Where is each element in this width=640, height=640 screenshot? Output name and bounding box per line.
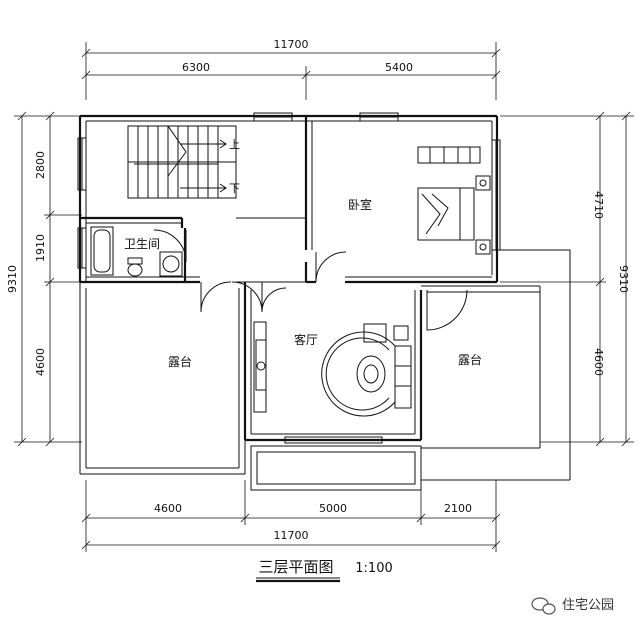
dim-bottom-b: 5000 xyxy=(319,502,347,515)
dim-bottom: 4600 5000 2100 11700 xyxy=(81,480,501,552)
room-label-bathroom: 卫生间 xyxy=(124,237,160,251)
dim-top-total: 11700 xyxy=(274,38,309,51)
dim-top-left: 6300 xyxy=(182,61,210,74)
dim-top: 11700 6300 5400 xyxy=(81,38,501,100)
stairs-down-label: 下 xyxy=(229,182,240,195)
dim-right: 4710 4600 9310 xyxy=(500,111,634,447)
room-label-terrace-right: 露台 xyxy=(458,352,482,367)
wechat-icon xyxy=(531,597,556,615)
dim-right-total: 9310 xyxy=(617,265,630,293)
room-label-terrace-left: 露台 xyxy=(168,354,192,369)
plan-title: 三层平面图 xyxy=(258,558,333,576)
plan-scale: 1:100 xyxy=(355,561,392,576)
dim-left-bot: 4600 xyxy=(34,348,47,376)
room-label-living: 客厅 xyxy=(294,332,318,347)
room-label-bedroom: 卧室 xyxy=(348,197,372,212)
dim-left-top: 2800 xyxy=(34,151,47,179)
dim-bottom-c: 2100 xyxy=(444,502,472,515)
dim-left: 9310 2800 1910 4600 xyxy=(6,111,82,447)
bathroom-fixtures xyxy=(90,226,183,277)
windows xyxy=(77,112,501,444)
dim-bottom-total: 11700 xyxy=(274,529,309,542)
watermark-text: 住宅公园 xyxy=(562,598,614,613)
living-furniture xyxy=(253,321,412,417)
plan-title-block: 三层平面图 1:100 xyxy=(256,558,393,583)
dim-bottom-a: 4600 xyxy=(154,502,182,515)
dim-right-bot: 4600 xyxy=(592,348,605,376)
dim-right-top: 4710 xyxy=(592,191,605,219)
bedroom-furniture xyxy=(417,146,491,255)
walls xyxy=(78,114,571,491)
doors xyxy=(153,229,468,331)
stairs-up-label: 上 xyxy=(229,138,240,151)
dim-left-mid: 1910 xyxy=(34,234,47,262)
staircase: 上 下 xyxy=(127,125,240,199)
dim-left-total: 9310 xyxy=(6,265,19,293)
watermark: 住宅公园 xyxy=(531,597,614,615)
dim-top-right: 5400 xyxy=(385,61,413,74)
